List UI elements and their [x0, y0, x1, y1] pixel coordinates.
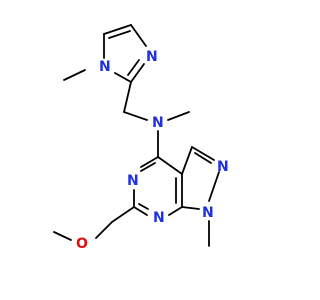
bond-pyrimidine-c2-n1: [133, 206, 148, 216]
bond-imidazole-c5-c4-double: [108, 30, 131, 39]
atom-n-imidazole-methyl: N: [99, 59, 111, 75]
bond-imidazole-c2-ch2: [123, 81, 132, 113]
atom-labels: N N N N N N N O: [76, 49, 229, 252]
bond-imidazole-n3-c2-double: [127, 59, 140, 76]
bond-imidazole-c4-n3: [130, 24, 147, 47]
atom-n-amine: N: [152, 115, 164, 131]
bond-c2-ch2: [111, 206, 135, 223]
bond-pyrazole-c3a-c3: [181, 146, 193, 175]
atom-n-pyrimidine-top: N: [127, 173, 139, 189]
molecule-structure-diagram: N N N N N N N O: [53, 24, 229, 252]
bond-pyrazole-c3-n2-double: [194, 152, 212, 164]
bond-ch2-o: [95, 221, 113, 239]
atom-n-pyrazole-methyl: N: [202, 205, 214, 221]
bond-amine-n-methyl: [167, 111, 190, 121]
bond-pyrimidine-c3a-c4: [157, 156, 183, 175]
bond-imidazole-c5-c4: [103, 24, 132, 35]
bond-pyrazole-n2-n1: [208, 171, 220, 202]
bond-imidazole-n-methyl: [63, 69, 86, 81]
bond-o-ch3: [53, 231, 72, 241]
bonds: [53, 24, 220, 247]
atom-o-methoxy: O: [76, 236, 88, 252]
bond-pyrimidine-c2-n1-double: [138, 203, 149, 210]
bond-pyrimidine-c4-n3: [140, 156, 159, 168]
bond-pyrimidine-n1-c7a: [168, 206, 183, 216]
bond-pyrazole-n1-c7a: [181, 206, 200, 210]
atom-n-pyrimidine-bottom: N: [153, 210, 165, 226]
atom-n-imidazole-ring: N: [146, 49, 158, 65]
bond-ch2-amine-n: [123, 111, 148, 121]
atom-n-pyrazole-right: N: [217, 159, 229, 175]
bond-pyrimidine-c4-n3-double: [140, 162, 156, 172]
bond-imidazole-c2-n1: [114, 72, 132, 83]
bond-imidazole-n3-c2: [130, 63, 145, 83]
bond-pyrazole-c3-n2: [191, 146, 215, 161]
